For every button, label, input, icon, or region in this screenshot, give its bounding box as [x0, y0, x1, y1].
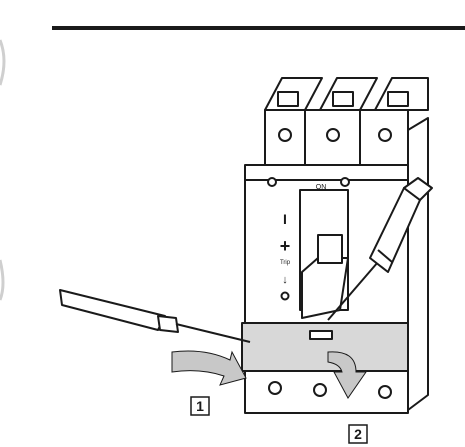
cover-screw-icon: [340, 177, 350, 187]
trip-mark: +: [280, 236, 291, 256]
trip-label: Trip: [280, 260, 291, 266]
cover-screw-icon: [267, 177, 277, 187]
step-2-box: [348, 424, 368, 444]
terminal-screw: [268, 381, 282, 395]
page-edge-mark: [0, 39, 6, 86]
step-1-box: [190, 396, 210, 416]
terminal-screw: [313, 383, 327, 397]
on-symbol: I: [283, 211, 287, 227]
top-terminals: [264, 77, 429, 166]
circuit-breaker: [59, 77, 433, 414]
step-1-label: 1: [196, 398, 204, 414]
cover-clip: [309, 330, 333, 340]
screwdriver-right: [327, 177, 433, 321]
terminal-screw: [378, 128, 392, 142]
terminal-screw: [378, 385, 392, 399]
page-edge-mark: [0, 259, 5, 301]
header-rule: [52, 26, 465, 30]
on-label: ON: [316, 184, 327, 191]
rotate-arrow-icon: [327, 351, 367, 399]
terminal-screw: [326, 128, 340, 142]
terminal-screw: [278, 128, 292, 142]
off-arrow: ↓: [282, 274, 288, 286]
indicator-dot: [280, 291, 290, 301]
toggle-handle: [301, 257, 349, 319]
step-2-label: 2: [354, 426, 362, 442]
screwdriver-left: [59, 289, 251, 343]
insert-arrow-icon: [171, 350, 247, 386]
breaker-side-face: [407, 117, 429, 411]
